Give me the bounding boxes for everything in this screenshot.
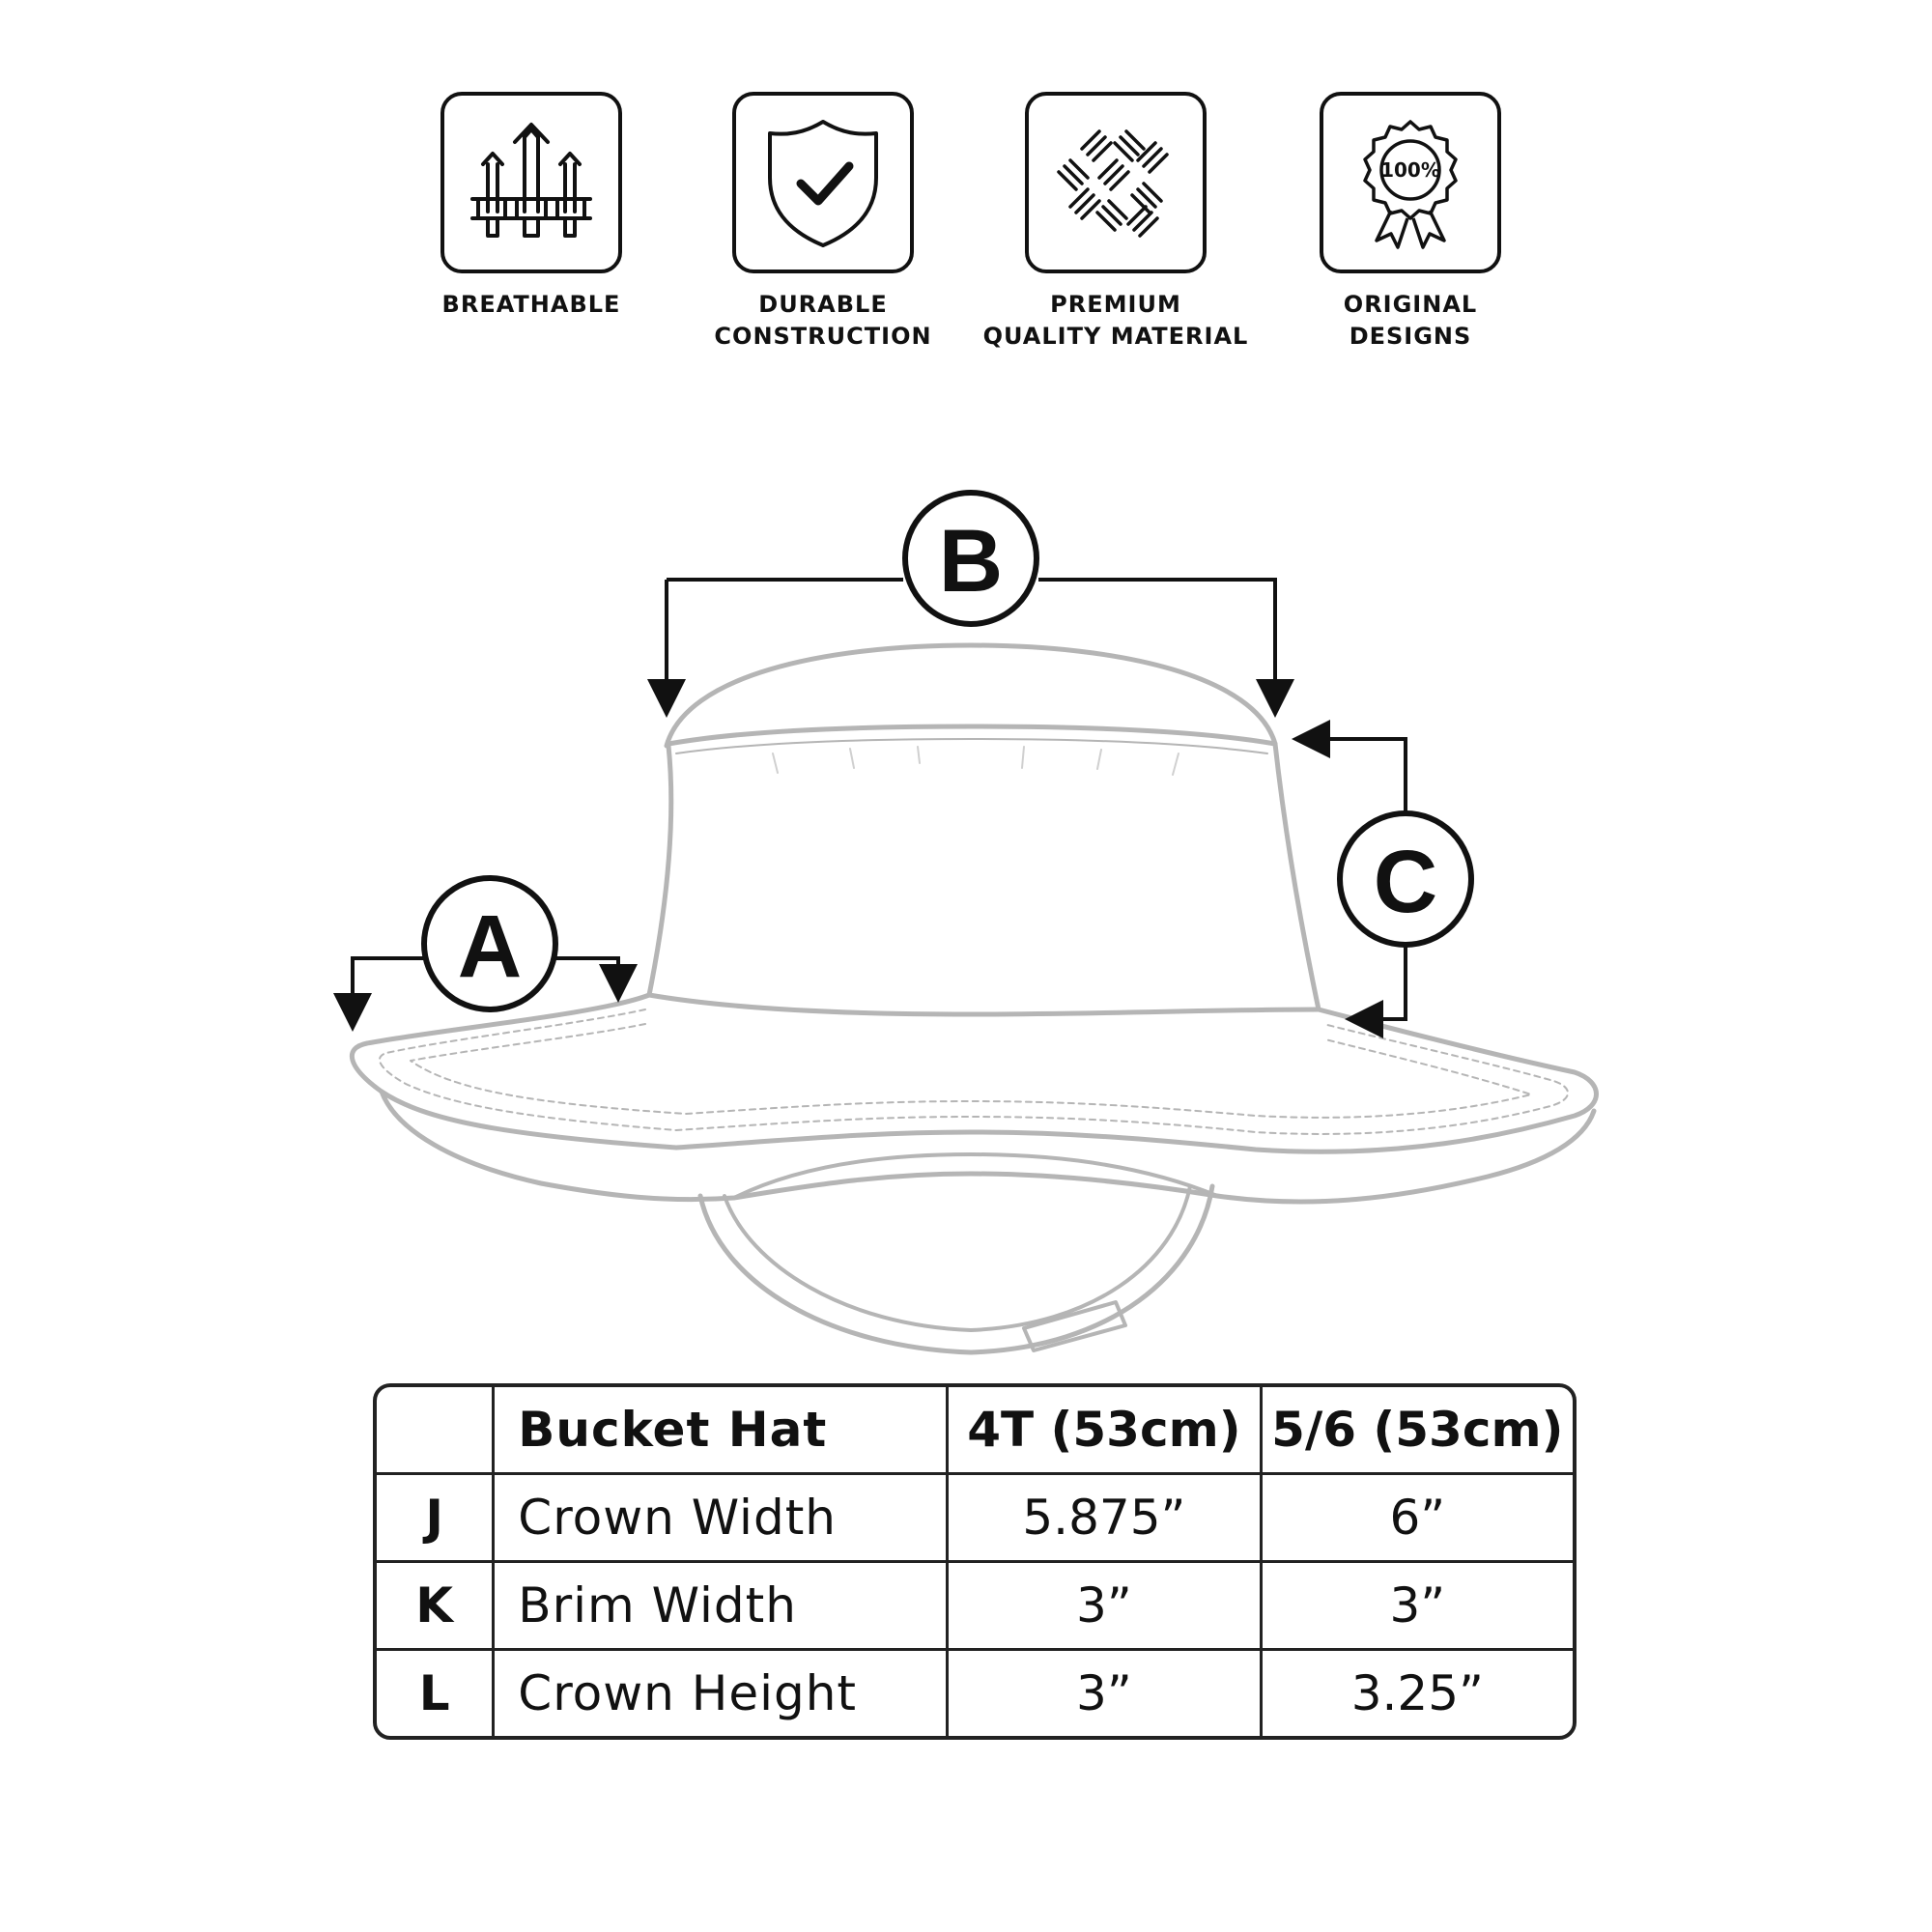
- callout-c-badge: [1337, 810, 1474, 948]
- feature-premium: PREMIUM QUALITY MATERIAL: [971, 92, 1261, 353]
- arrow-a-right: [555, 956, 638, 1003]
- row-value-5-6: 6”: [1262, 1475, 1573, 1563]
- feature-label: BREATHABLE: [386, 289, 676, 321]
- arrow-c-top: [1292, 720, 1407, 811]
- feature-label-line: BREATHABLE: [441, 291, 621, 318]
- callout-a: A: [333, 875, 638, 1032]
- callout-b-badge: [902, 490, 1039, 627]
- size-chart-row: K Brim Width 3” 3”: [377, 1563, 1573, 1651]
- woven-fabric-icon: [1025, 92, 1207, 273]
- row-value-5-6: 3”: [1262, 1563, 1573, 1651]
- row-label: Brim Width: [495, 1563, 950, 1651]
- size-chart-header-row: Bucket Hat 4T (53cm) 5/6 (53cm): [377, 1387, 1573, 1475]
- size-chart-row: J Crown Width 5.875” 6”: [377, 1475, 1573, 1563]
- feature-label-line: PREMIUM: [1050, 291, 1181, 318]
- row-value-5-6: 3.25”: [1350, 1665, 1484, 1721]
- arrow-c-bottom: [1345, 947, 1407, 1038]
- feature-durable: DURABLE CONSTRUCTION: [678, 92, 968, 353]
- callout-a-badge: [421, 875, 558, 1012]
- feature-label-line: DURABLE: [758, 291, 888, 318]
- header-size-5-6: 5/6 (53cm): [1262, 1387, 1573, 1475]
- row-label: Crown Width: [495, 1475, 950, 1563]
- callout-b: B: [647, 490, 1294, 718]
- row-value-4t: 3”: [949, 1563, 1263, 1651]
- feature-label-line: CONSTRUCTION: [714, 323, 932, 350]
- feature-label-line: DESIGNS: [1349, 323, 1472, 350]
- hat-measurement-diagram: B C A: [333, 490, 1599, 1355]
- header-blank-cell: [377, 1387, 496, 1475]
- size-chart-row: L Crown Height 3” 3.25”: [377, 1651, 1573, 1736]
- feature-original: 100% ORIGINAL DESIGNS: [1265, 92, 1555, 353]
- feature-label: ORIGINAL DESIGNS: [1265, 289, 1555, 353]
- award-rosette-icon: 100%: [1320, 92, 1501, 273]
- arrow-a-left: [333, 956, 425, 1032]
- row-key: L: [377, 1651, 496, 1736]
- header-size-4t: 4T (53cm): [949, 1387, 1263, 1475]
- callout-c: C: [1292, 720, 1474, 1038]
- feature-label-line: QUALITY MATERIAL: [982, 323, 1249, 350]
- feature-label: PREMIUM QUALITY MATERIAL: [971, 289, 1261, 353]
- size-chart-table: Bucket Hat 4T (53cm) 5/6 (53cm) J Crown …: [373, 1383, 1577, 1740]
- row-key: J: [377, 1475, 496, 1563]
- feature-label: DURABLE CONSTRUCTION: [678, 289, 968, 353]
- arrow-b-right: [1038, 578, 1294, 718]
- shield-check-icon: [732, 92, 914, 273]
- feature-breathable: BREATHABLE: [386, 92, 676, 321]
- row-value-4t: 3”: [949, 1651, 1263, 1736]
- badge-text: 100%: [1380, 158, 1440, 182]
- callout-c-letter: C: [1374, 833, 1437, 931]
- breathable-icon: [440, 92, 622, 273]
- callout-a-letter: A: [458, 897, 522, 996]
- row-value-4t: 5.875”: [949, 1475, 1263, 1563]
- row-key: K: [377, 1563, 496, 1651]
- callout-b-letter: B: [939, 512, 1003, 611]
- bucket-hat-outline: [349, 642, 1599, 1355]
- feature-label-line: ORIGINAL: [1343, 291, 1478, 318]
- row-label: Crown Height: [495, 1651, 950, 1736]
- header-product-cell: Bucket Hat: [495, 1387, 950, 1475]
